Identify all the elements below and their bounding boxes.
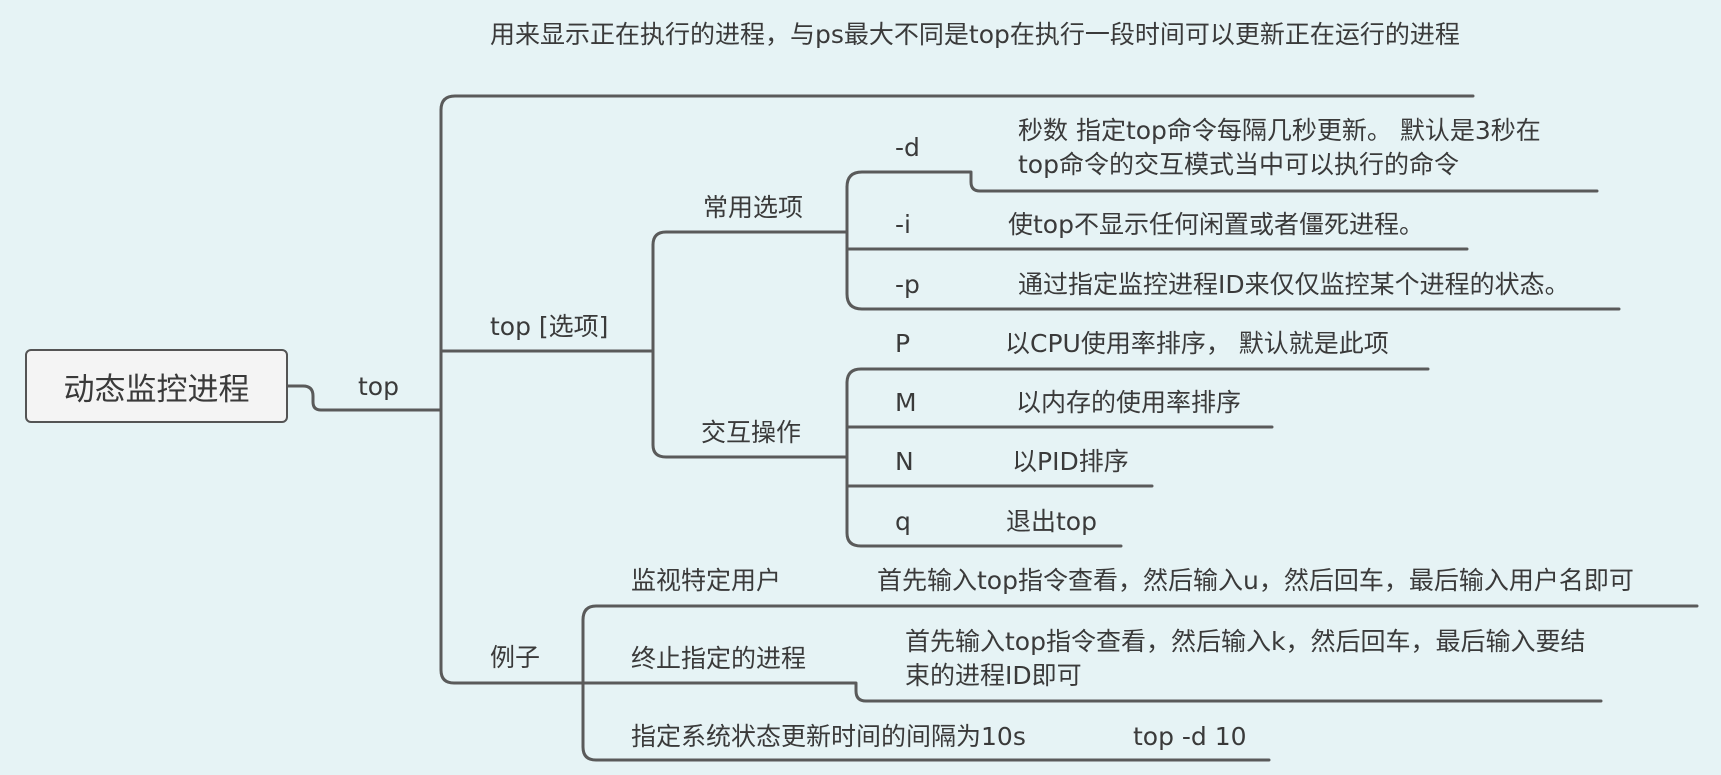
option-desc-d: 秒数 指定top命令每隔几秒更新。 默认是3秒在top命令的交互模式当中可以执行… <box>1018 116 1541 179</box>
interactive-desc-q: 退出top <box>1006 507 1097 536</box>
examples-node: 例子 <box>490 643 541 672</box>
top-description-node: 用来显示正在执行的进程，与ps最大不同是top在执行一段时间可以更新正在运行的进… <box>490 20 1460 49</box>
example-kill-process: 终止指定的进程 <box>631 644 807 673</box>
interactive-key-q: q <box>895 507 911 536</box>
example-update-interval-desc: top -d 10 <box>1133 722 1247 751</box>
interactive-key-M: M <box>895 388 917 417</box>
interactive-ops-node: 交互操作 <box>701 418 802 447</box>
interactive-desc-N: 以PID排序 <box>1012 447 1129 476</box>
interactive-key-N: N <box>895 447 914 476</box>
interactive-desc-P: 以CPU使用率排序， 默认就是此项 <box>1005 329 1389 358</box>
example-monitor-user: 监视特定用户 <box>631 566 782 595</box>
root-node: 动态监控进程 <box>25 349 288 423</box>
option-desc-p: 通过指定监控进程ID来仅仅监控某个进程的状态。 <box>1018 270 1570 299</box>
example-update-interval: 指定系统状态更新时间的间隔为10s <box>631 722 1026 751</box>
option-key-i: -i <box>895 210 911 239</box>
root-node-label: 动态监控进程 <box>63 371 250 408</box>
example-monitor-user-desc: 首先输入top指令查看，然后输入u，然后回车，最后输入用户名即可 <box>877 566 1634 595</box>
example-kill-process-desc: 首先输入top指令查看，然后输入k，然后回车，最后输入要结束的进程ID即可 <box>905 627 1586 690</box>
common-options-node: 常用选项 <box>703 193 804 222</box>
option-desc-i: 使top不显示任何闲置或者僵死进程。 <box>1008 210 1424 239</box>
top-command-node: top <box>358 372 399 401</box>
option-key-p: -p <box>895 270 920 299</box>
option-key-d: -d <box>895 133 920 162</box>
interactive-key-P: P <box>895 329 911 358</box>
top-syntax-node: top [选项] <box>490 312 609 341</box>
interactive-desc-M: 以内存的使用率排序 <box>1016 388 1242 417</box>
